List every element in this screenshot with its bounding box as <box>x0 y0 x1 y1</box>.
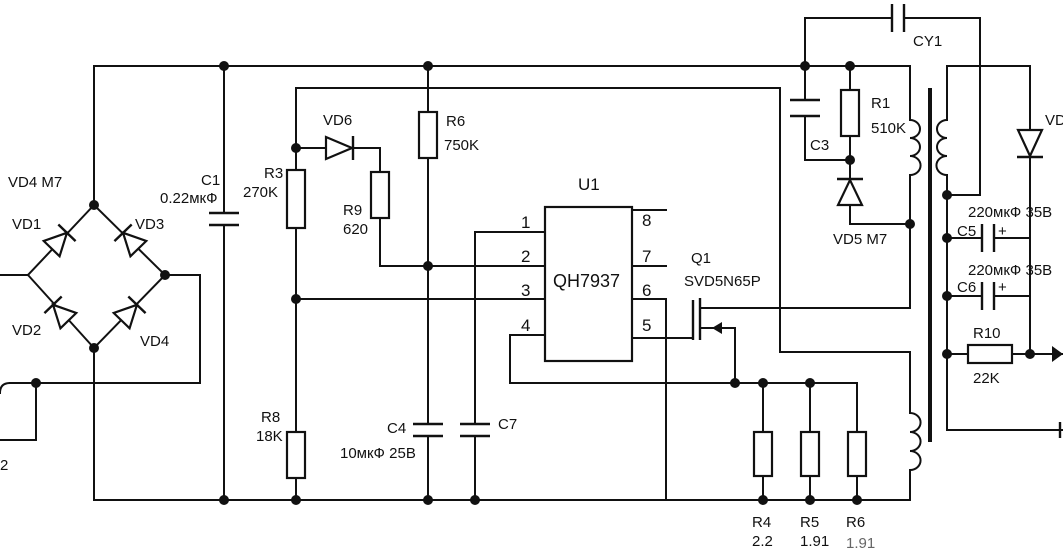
label-cy1: CY1 <box>913 33 942 50</box>
label-c7: C7 <box>498 416 517 433</box>
label-r3-ref: R3 <box>264 165 283 182</box>
label-r8-ref: R8 <box>261 409 280 426</box>
resistor-r8 <box>285 430 307 480</box>
label-r6b-ref: R6 <box>846 514 865 531</box>
pin-1: 1 <box>521 213 530 232</box>
label-c4-value: 10мкФ 25В <box>340 445 416 462</box>
resistor-r3 <box>285 168 307 230</box>
label-r5-ref: R5 <box>800 514 819 531</box>
label-vd1: VD1 <box>12 216 41 233</box>
resistor-r5 <box>799 430 821 478</box>
label-c6-plus: + <box>998 279 1007 296</box>
pin-4: 4 <box>521 316 530 335</box>
label-r4-value: 2.2 <box>752 533 773 550</box>
label-r3-value: 270K <box>243 184 278 201</box>
label-vd4: VD4 <box>140 333 169 350</box>
pin-2: 2 <box>521 247 530 266</box>
junction-dots <box>31 61 1035 505</box>
diode-vd-output <box>1016 128 1044 159</box>
label-c4-ref: C4 <box>387 420 406 437</box>
capacitor-c7 <box>460 422 490 438</box>
pin-7: 7 <box>642 247 651 266</box>
label-r6a-ref: R6 <box>446 113 465 130</box>
capacitor-cy1 <box>890 4 906 32</box>
resistor-r4 <box>752 430 774 478</box>
ic-u1 <box>543 205 634 363</box>
edge-label-left: 2 <box>0 457 8 474</box>
label-r10-ref: R10 <box>973 325 1001 342</box>
label-r10-value: 22K <box>973 370 1000 387</box>
label-q1-ref: Q1 <box>691 250 711 267</box>
label-vd2: VD2 <box>12 322 41 339</box>
resistor-r1 <box>839 88 861 138</box>
output-terminal <box>1052 346 1063 362</box>
label-vd5: VD5 M7 <box>833 231 887 248</box>
capacitor-c6 <box>980 282 996 310</box>
diode-vd6 <box>324 135 355 161</box>
pin-8: 8 <box>642 211 651 230</box>
label-c3: C3 <box>810 137 829 154</box>
wires <box>0 17 1063 501</box>
label-r4-ref: R4 <box>752 514 771 531</box>
label-r6b-value: 1.91 <box>846 535 875 552</box>
pin-5: 5 <box>642 316 651 335</box>
label-r5-value: 1.91 <box>800 533 829 550</box>
label-r8-value: 18K <box>256 428 283 445</box>
capacitor-c4 <box>413 422 443 438</box>
label-c6-ref: C6 <box>957 279 976 296</box>
label-r9-ref: R9 <box>343 202 362 219</box>
diode-vd1 <box>41 223 77 259</box>
mosfet-q1 <box>691 298 722 340</box>
label-c1-value: 0.22мкФ <box>160 190 217 207</box>
resistor-r6-top <box>417 110 439 160</box>
label-r1-value: 510K <box>871 120 906 137</box>
label-vd-output: VD <box>1045 112 1063 129</box>
bridge-label: VD4 M7 <box>8 174 62 191</box>
label-r1-ref: R1 <box>871 95 890 112</box>
label-c6-value: 220мкФ 35В <box>968 262 1052 279</box>
label-c5-ref: C5 <box>957 223 976 240</box>
label-r9-value: 620 <box>343 221 368 238</box>
resistor-r6-bottom <box>846 430 868 478</box>
label-vd3: VD3 <box>135 216 164 233</box>
resistor-r9 <box>369 170 391 220</box>
diode-vd5 <box>836 177 864 207</box>
capacitor-c3 <box>790 98 820 118</box>
label-u1-ref: U1 <box>578 175 600 194</box>
label-c5-plus: + <box>998 223 1007 240</box>
pin-6: 6 <box>642 281 651 300</box>
label-c1-ref: C1 <box>201 172 220 189</box>
diode-vd4 <box>111 295 147 331</box>
diode-vd2 <box>43 295 79 331</box>
resistor-r10 <box>966 343 1014 365</box>
labels: VD4 M7 VD1 VD3 VD2 VD4 2 C1 0.22мкФ R3 2… <box>0 33 1063 552</box>
pin-3: 3 <box>521 281 530 300</box>
label-c5-value: 220мкФ 35В <box>968 204 1052 221</box>
diode-vd3 <box>113 223 149 259</box>
label-u1-part: QH7937 <box>553 271 620 291</box>
label-q1-part: SVD5N65P <box>684 273 761 290</box>
transformer <box>908 88 949 472</box>
capacitor-c5 <box>980 224 996 252</box>
label-r6a-value: 750K <box>444 137 479 154</box>
capacitor-c1 <box>209 211 239 227</box>
label-vd6: VD6 <box>323 112 352 129</box>
